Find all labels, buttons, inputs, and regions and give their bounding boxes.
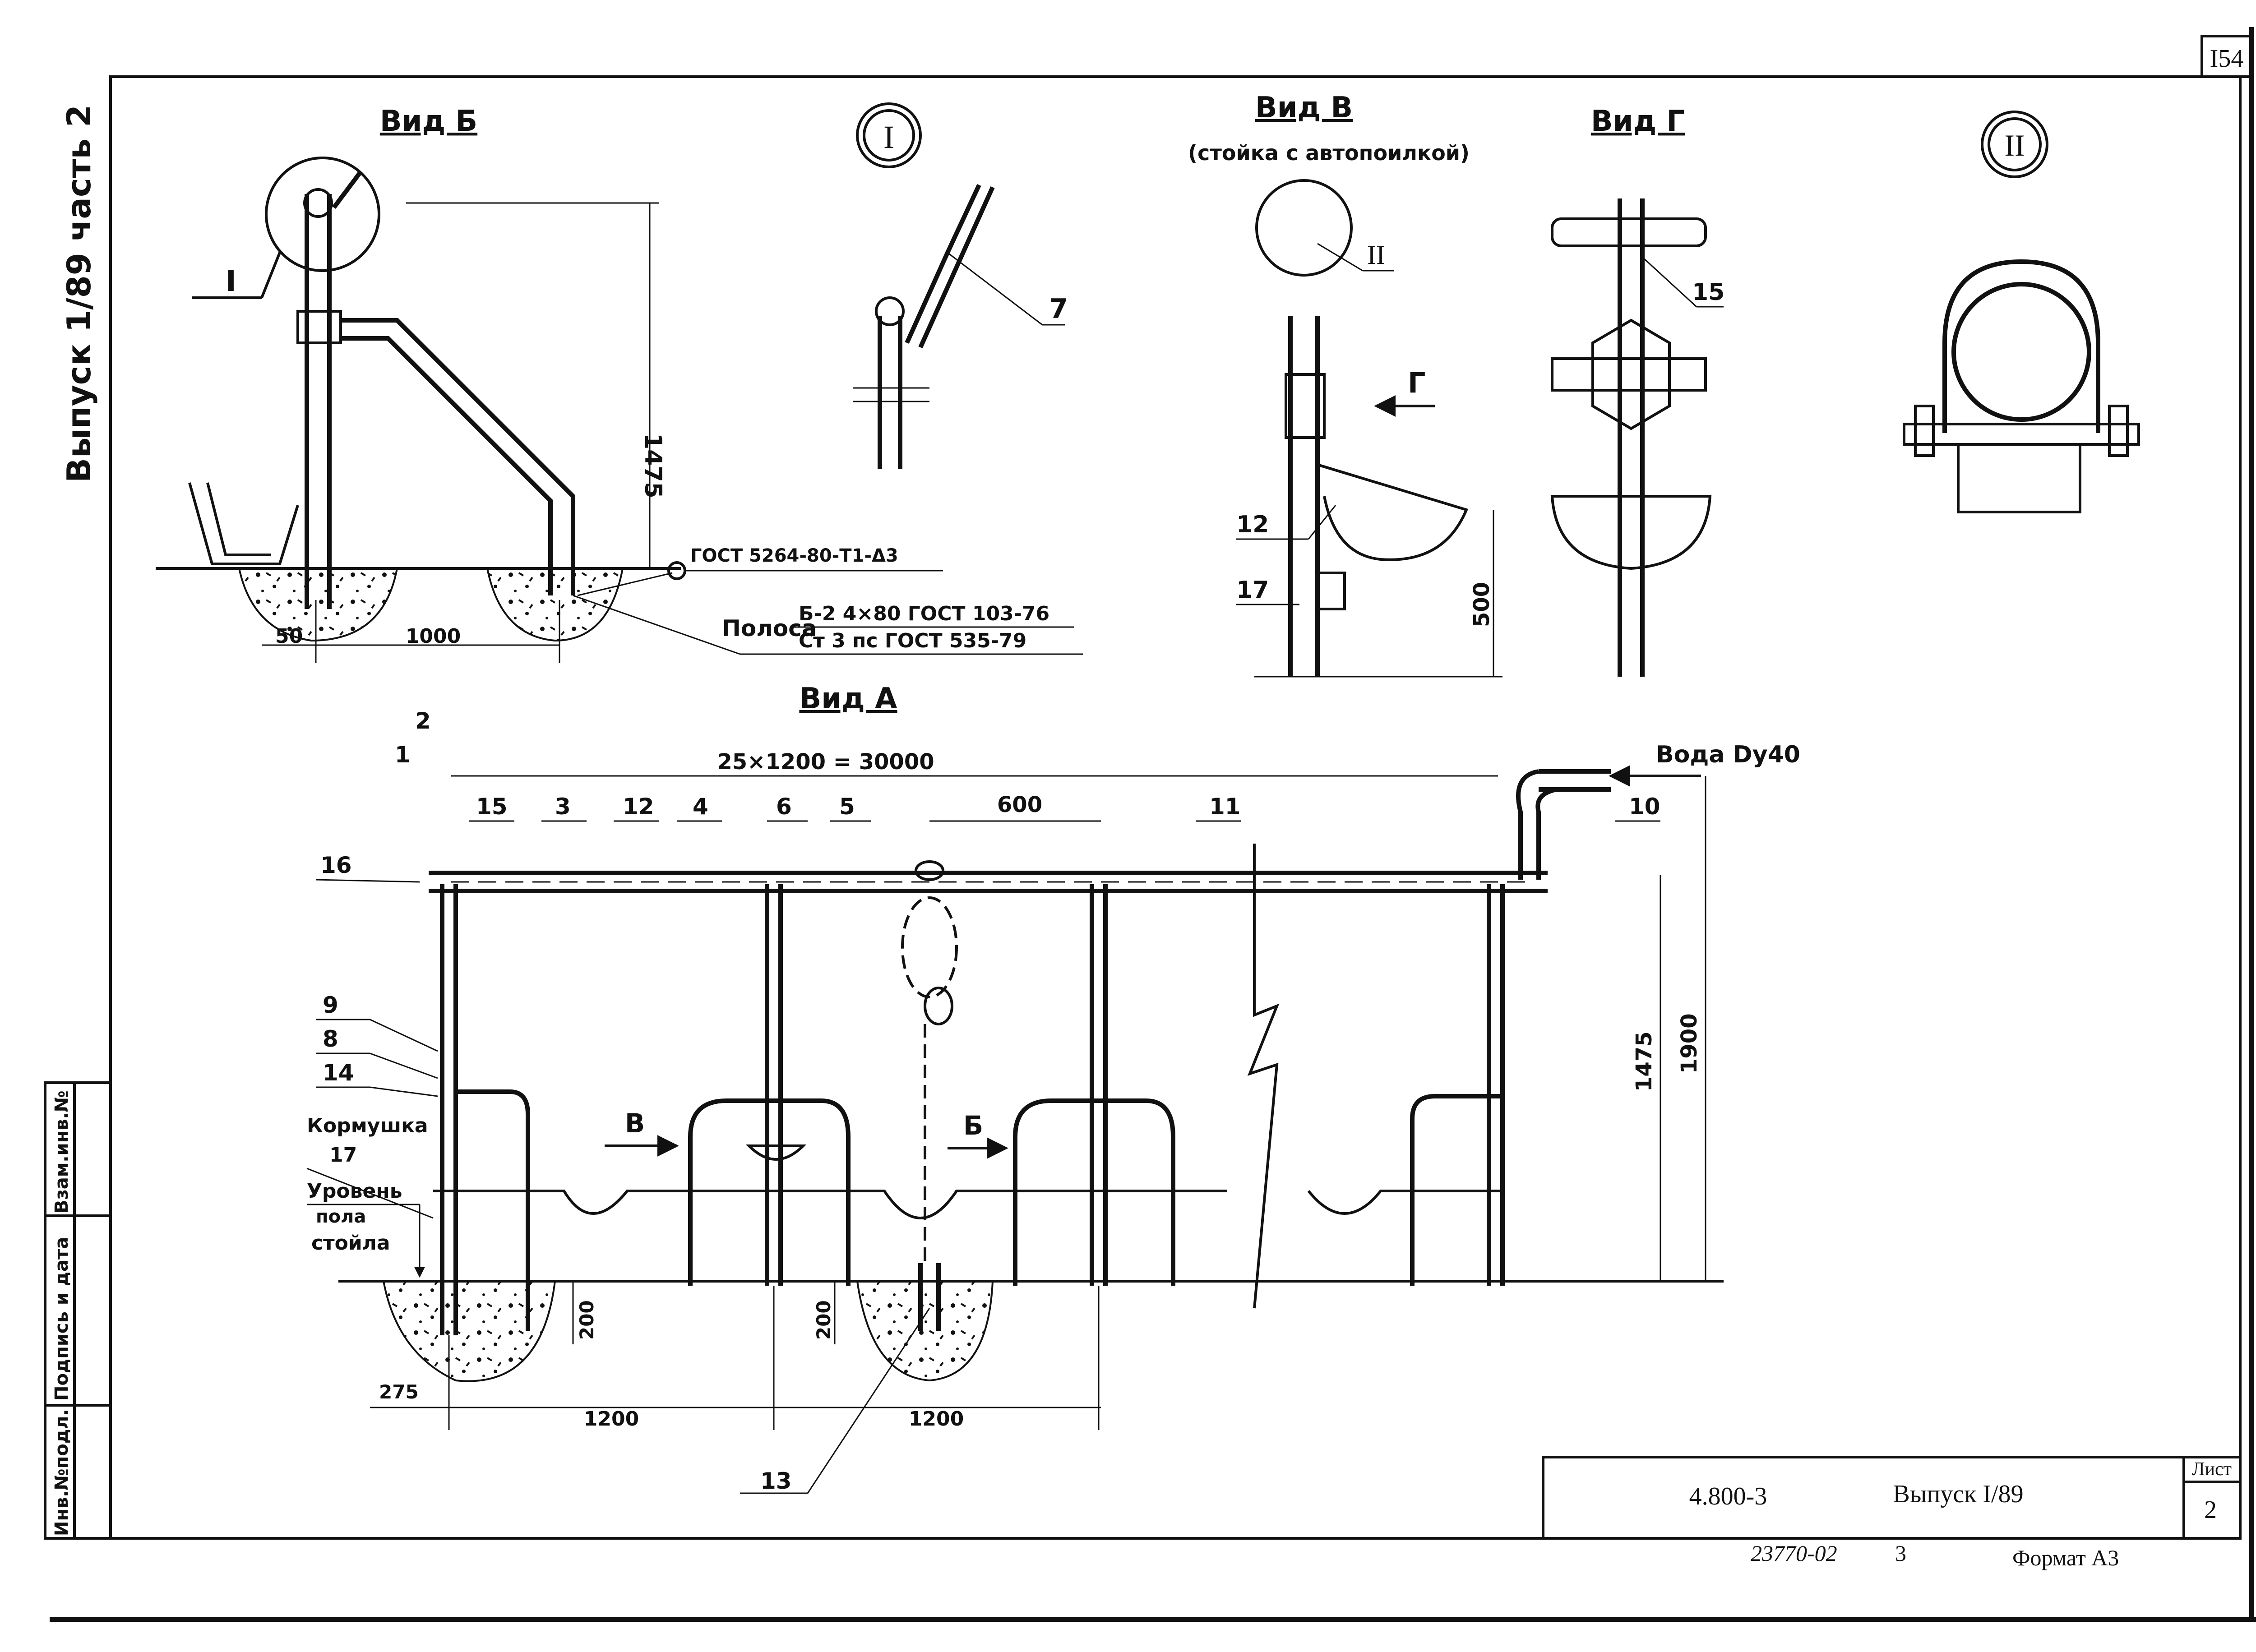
sheet-frame <box>50 27 2256 1622</box>
view-a-feeder-label: Кормушка <box>307 1114 428 1137</box>
view-b-callout: I <box>226 265 236 298</box>
view-a-callout-16: 16 <box>320 852 352 878</box>
view-v-label-12: 12 <box>1236 511 1269 538</box>
view-a-callout-9: 9 <box>323 992 338 1018</box>
view-a-dim-1200-a: 1200 <box>584 1407 639 1431</box>
view-a-arrow-v: В <box>625 1108 645 1139</box>
view-a-callout-3: 3 <box>555 794 571 820</box>
view-v-label-17: 17 <box>1236 577 1269 604</box>
view-v-arrow-label: Г <box>1408 366 1426 399</box>
view-v-callout: II <box>1367 240 1385 270</box>
view-g: Вид Г 15 <box>1550 105 1724 677</box>
view-b-dim-1000: 1000 <box>406 625 461 648</box>
view-a-callout-11: 11 <box>1209 794 1241 820</box>
view-v-dim-500: 500 <box>1469 582 1494 627</box>
view-v-title: Вид В <box>1255 91 1353 125</box>
stamp-cell-vzam: Взам.инв.№ <box>51 1090 72 1214</box>
stamp-cell-inv: Инв.№подл. <box>51 1409 72 1536</box>
stamp-cell-podpis: Подпись и дата <box>51 1237 72 1401</box>
view-a-dim-275: 275 <box>379 1381 419 1403</box>
view-b-strip-spec-1: Б-2 4×80 ГОСТ 103-76 <box>799 602 1049 625</box>
archive-number: 23770-02 <box>1751 1541 1837 1566</box>
designation: 4.800-3 <box>1689 1482 1767 1510</box>
view-a-callout-4: 4 <box>693 794 708 820</box>
view-v-subtitle: (стойка с автопоилкой) <box>1188 141 1470 165</box>
view-a-arrow-b: Б <box>963 1110 983 1141</box>
view-b-strip-spec-2: Ст 3 пс ГОСТ 535-79 <box>799 629 1026 652</box>
view-b-dim-1475: 1475 <box>639 433 666 498</box>
view-a-dim-1475: 1475 <box>1632 1031 1657 1092</box>
view-a-callout-15: 15 <box>476 794 508 820</box>
view-a-dim-1200-b: 1200 <box>909 1407 964 1431</box>
detail-2: II <box>1903 111 2140 513</box>
detail-1-callout: 7 <box>1049 293 1068 325</box>
view-a: Вид А 25×1200 = 30000 Вода Dу40 600 <box>306 682 1800 1494</box>
view-a-depth-200-left: 200 <box>576 1300 598 1340</box>
sheet-label: Лист <box>2192 1459 2232 1480</box>
view-a-callout-13: 13 <box>760 1468 792 1494</box>
page-number: I54 <box>2210 45 2244 73</box>
view-a-spacing-dim: 600 <box>997 792 1042 817</box>
detail-1: I 7 <box>853 102 1068 469</box>
format-label: Формат А3 <box>2012 1545 2119 1570</box>
view-b-gost-weld: ГОСТ 5264-80-Т1-Δ3 <box>690 545 898 566</box>
view-a-callout-14: 14 <box>323 1060 354 1086</box>
side-stamp: Взам.инв.№ Подпись и дата Инв.№подл. <box>44 1081 112 1540</box>
view-a-floor-label-3: стойла <box>311 1232 390 1255</box>
view-a-callout-5: 5 <box>839 794 855 820</box>
view-b: Вид Б I 1475 50 1000 ГОСТ 5264-80-Т1-Δ3 <box>156 105 1083 663</box>
view-a-callout-6: 6 <box>776 794 792 820</box>
view-a-title: Вид А <box>799 682 897 715</box>
view-a-dim-1900: 1900 <box>1677 1013 1702 1074</box>
title-block: 4.800-3 Выпуск I/89 Лист 2 <box>1542 1456 2242 1540</box>
series-label: Выпуск 1/89 часть 2 <box>60 105 98 483</box>
view-a-callout-8: 8 <box>323 1026 338 1052</box>
detail-1-badge: I <box>883 119 894 155</box>
view-g-callout: 15 <box>1692 279 1724 306</box>
view-a-callout-2: 2 <box>415 708 431 734</box>
detail-2-badge: II <box>2004 128 2025 162</box>
view-b-title: Вид Б <box>380 105 477 138</box>
view-b-strip-label: Полоса <box>722 615 817 641</box>
view-a-label-17: 17 <box>329 1144 357 1167</box>
view-v: Вид В (стойка с автопоилкой) II Г 12 17 … <box>1188 91 1502 678</box>
issue: Выпуск I/89 <box>1893 1480 2023 1508</box>
archive-copy: 3 <box>1895 1541 1906 1566</box>
view-a-callout-12: 12 <box>623 794 654 820</box>
view-b-dim-50: 50 <box>275 625 303 648</box>
view-a-water-label: Вода Dу40 <box>1656 741 1800 768</box>
view-a-callout-1: 1 <box>395 742 411 768</box>
sheet-number: 2 <box>2204 1496 2217 1524</box>
view-a-floor-label-2: пола <box>316 1206 366 1227</box>
view-a-callout-10: 10 <box>1629 794 1660 820</box>
view-g-title: Вид Г <box>1591 105 1685 138</box>
view-a-overall-dim: 25×1200 = 30000 <box>717 749 934 775</box>
view-a-depth-200-mid: 200 <box>813 1300 835 1340</box>
view-a-floor-label-1: Уровень <box>307 1180 402 1203</box>
